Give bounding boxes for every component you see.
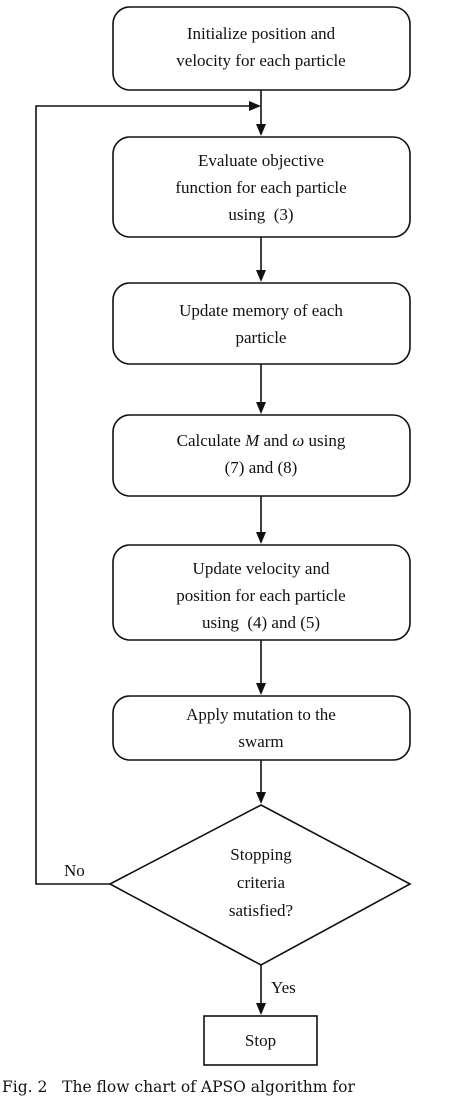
decision-line-1: Stopping [230, 845, 292, 864]
arrowhead-evaluate [256, 124, 266, 136]
node-initialize: Initialize position and velocity for eac… [112, 6, 411, 91]
node-stop: Stop [203, 1015, 318, 1066]
node-mutation: Apply mutation to the swarm [112, 695, 411, 761]
decision-diamond [108, 804, 412, 966]
edge-label-no: No [64, 861, 85, 880]
node-initialize-line-1: Initialize position and [187, 24, 336, 43]
decision-line-2: criteria [237, 873, 286, 892]
arrowhead-loop [249, 101, 261, 111]
node-calculate-line-2: (7) and (8) [225, 458, 298, 477]
edge-label-yes: Yes [271, 978, 296, 997]
edge-no-loop [35, 105, 249, 885]
node-update-line-1: Update velocity and [193, 559, 330, 578]
arrowhead-stop [256, 1003, 266, 1015]
calculate-suffix: using [304, 431, 346, 450]
edges [35, 90, 266, 1015]
node-initialize-line-2: velocity for each particle [176, 51, 345, 70]
calculate-mid: and [259, 431, 292, 450]
node-decision: Stopping criteria satisfied? [108, 804, 412, 966]
node-mutation-box [112, 695, 411, 761]
node-mutation-line-2: swarm [238, 732, 283, 751]
node-update-line-3: using (4) and (5) [202, 613, 320, 632]
calculate-m-symbol: M [244, 431, 260, 450]
node-update-box [112, 544, 411, 641]
arrowhead-mutation [256, 683, 266, 695]
decision-line-3: satisfied? [229, 901, 293, 920]
node-calculate-line-1: Calculate M and ω using [177, 431, 346, 450]
arrowhead-decision [256, 792, 266, 804]
node-evaluate-box [112, 136, 411, 238]
calculate-omega-symbol: ω [292, 431, 304, 450]
node-evaluate-line-1: Evaluate objective [198, 151, 324, 170]
node-memory: Update memory of each particle [112, 282, 411, 365]
stop-label: Stop [245, 1031, 276, 1050]
node-update-line-2: position for each particle [176, 586, 345, 605]
node-evaluate: Evaluate objective function for each par… [112, 136, 411, 238]
stop-box [203, 1015, 318, 1066]
arrowhead-memory [256, 270, 266, 282]
node-evaluate-line-2: function for each particle [175, 178, 346, 197]
calculate-prefix: Calculate [177, 431, 245, 450]
node-evaluate-line-3: using (3) [228, 205, 293, 224]
node-calculate: Calculate M and ω using (7) and (8) [112, 414, 411, 497]
figure-caption: Fig. 2 The flow chart of APSO algorithm … [2, 1078, 355, 1096]
arrowhead-calculate [256, 402, 266, 414]
node-memory-line-1: Update memory of each [179, 301, 343, 320]
node-calculate-box [112, 414, 411, 497]
node-update: Update velocity and position for each pa… [112, 544, 411, 641]
arrowhead-update [256, 532, 266, 544]
node-initialize-box [112, 6, 411, 91]
node-memory-line-2: particle [236, 328, 287, 347]
node-mutation-line-1: Apply mutation to the [186, 705, 336, 724]
node-memory-box [112, 282, 411, 365]
